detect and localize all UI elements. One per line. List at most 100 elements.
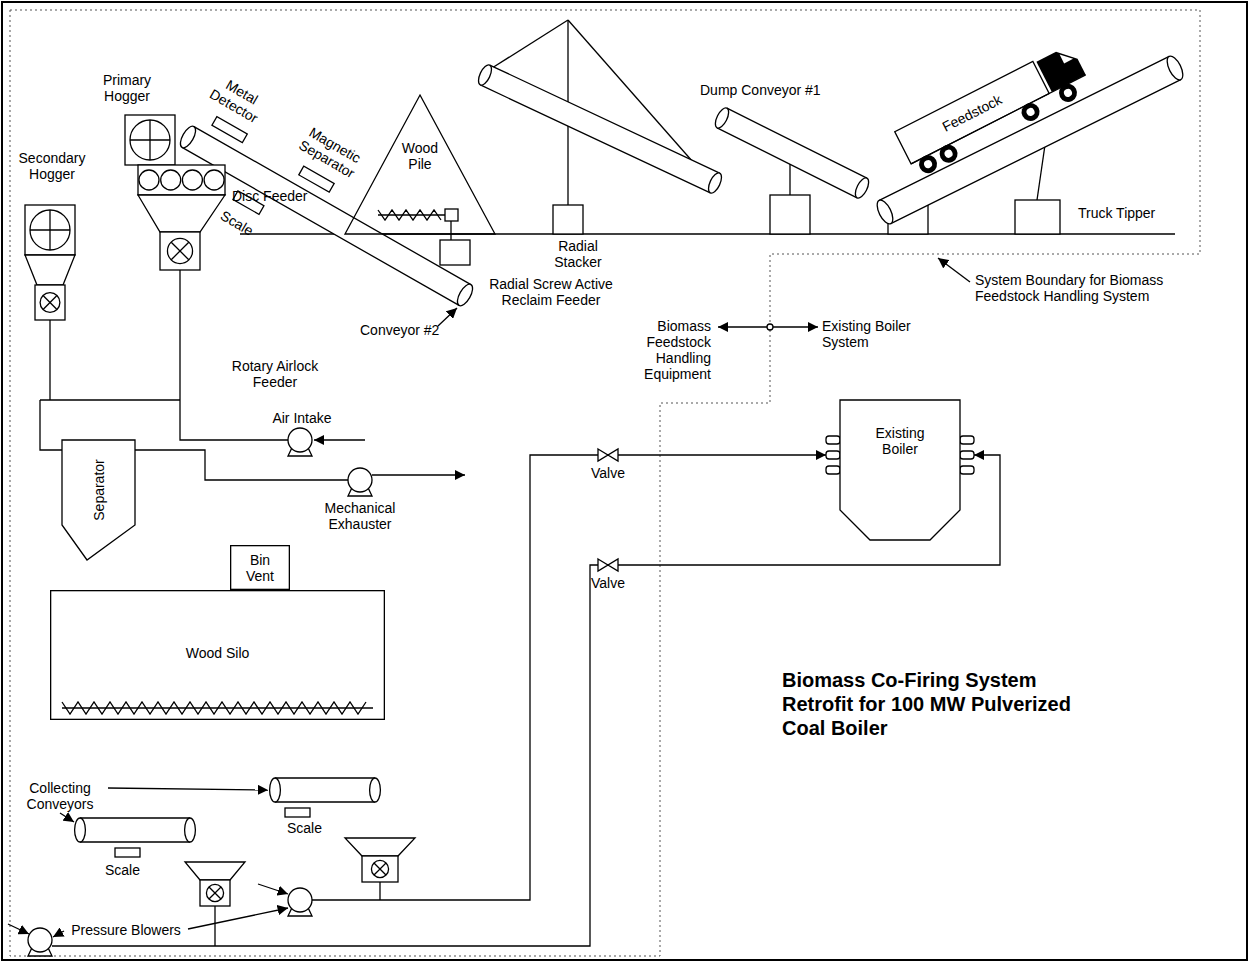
burner-nozzle xyxy=(960,466,974,474)
tube-end xyxy=(706,171,724,195)
conveyor-2 xyxy=(167,107,485,326)
collecting-conveyor xyxy=(75,818,196,842)
leader-arrow xyxy=(108,788,268,790)
blower-intake-arrow xyxy=(258,884,288,894)
screw-shaft xyxy=(62,707,373,708)
truck-hub xyxy=(1025,107,1036,118)
hopper xyxy=(138,195,225,232)
feeder-disc xyxy=(182,170,202,190)
node-border xyxy=(840,400,960,540)
tube-edge xyxy=(80,818,190,842)
valve-symbol xyxy=(598,449,618,461)
part-label: Feedstock xyxy=(928,85,1015,140)
burner-nozzle xyxy=(960,436,974,444)
leader-arrow xyxy=(60,813,74,822)
tube-body xyxy=(80,818,190,842)
burner-nozzle xyxy=(826,436,840,444)
truck-hub xyxy=(1063,87,1074,98)
node-border xyxy=(51,591,385,720)
part-label: Collecting Conveyors xyxy=(15,780,105,812)
collecting-conveyor xyxy=(270,778,381,802)
hogger-cross xyxy=(49,210,50,250)
airlock-rotor xyxy=(371,860,388,877)
part-label: Dump Conveyor #1 xyxy=(700,82,840,98)
belt-scale xyxy=(115,848,140,857)
truck-trailer xyxy=(895,61,1049,163)
exhaust-outlet-arrow xyxy=(372,474,465,475)
hopper xyxy=(185,862,245,880)
node-border xyxy=(231,546,290,590)
burner-nozzle xyxy=(960,451,974,459)
blower-symbol xyxy=(28,928,52,952)
node-label: Wood Silo xyxy=(118,645,318,661)
tube-end xyxy=(476,63,494,87)
valve-symbol xyxy=(598,559,618,571)
airlock-vane xyxy=(43,296,57,310)
tube-end xyxy=(270,778,281,802)
stacker-cable xyxy=(492,20,568,68)
blower-intake-arrow xyxy=(8,924,29,934)
leader-arrow xyxy=(438,308,457,326)
truck xyxy=(895,43,1094,179)
fuel-pipe xyxy=(618,454,826,455)
part-label: Pressure Blowers xyxy=(66,922,186,938)
truck-window xyxy=(1060,50,1073,63)
airlock-vane xyxy=(171,242,189,260)
hopper xyxy=(25,255,75,285)
feed-drop xyxy=(214,906,215,946)
tube-end xyxy=(177,124,198,150)
screw-drive xyxy=(445,209,458,221)
truck-hub xyxy=(943,148,954,159)
burner-nozzle xyxy=(826,451,840,459)
diagram-title: Biomass Co-Firing System Retrofit for 10… xyxy=(782,668,1102,740)
leader-arrow xyxy=(188,908,288,929)
part-label: Radial Stacker xyxy=(548,238,608,270)
separator: Separator xyxy=(62,440,135,560)
dump-conveyor xyxy=(713,106,872,200)
airlock-box xyxy=(35,285,65,320)
node-label: Wood Pile xyxy=(392,140,448,172)
tube-edge xyxy=(717,108,867,198)
airlock-vane xyxy=(374,863,386,875)
airlock-box xyxy=(160,232,200,270)
hogger-rotor xyxy=(130,120,170,160)
part-label: Scale xyxy=(214,205,261,241)
hogger-rotor xyxy=(30,210,70,250)
truck-tipper xyxy=(874,54,1186,226)
part-label: Primary Hogger xyxy=(92,72,162,104)
feeder-disc xyxy=(161,170,181,190)
fuel-pipe xyxy=(312,455,598,900)
airlock-vane xyxy=(171,242,189,260)
tipper-support xyxy=(1015,200,1060,234)
part-label: Rotary Airlock Feeder xyxy=(225,358,325,390)
airlock-rotor xyxy=(167,238,192,263)
part-label: Existing Boiler System xyxy=(822,318,932,350)
feed-drop xyxy=(379,882,380,900)
fuel-pipe xyxy=(52,565,598,946)
tube-edge xyxy=(275,778,375,802)
part-label: Valve xyxy=(588,465,628,481)
pneumatic-line xyxy=(49,320,50,400)
wood-silo: Wood Silo xyxy=(50,590,385,720)
airlock-vane xyxy=(43,296,57,310)
blower-symbol xyxy=(348,468,372,492)
tube-end xyxy=(370,778,381,802)
part-label: Air Intake xyxy=(262,410,342,426)
reclaim-feeder-box xyxy=(440,240,470,265)
disc-feeder xyxy=(138,165,225,195)
part-label: Truck Tipper xyxy=(1078,205,1178,221)
node-outline xyxy=(840,400,960,540)
reclaim-shaft xyxy=(450,221,451,240)
bin-vent: Bin Vent xyxy=(230,545,290,590)
truck-wheel xyxy=(1018,100,1042,124)
pneumatic-line xyxy=(40,399,180,400)
belt-scale xyxy=(285,808,310,817)
system-boundary xyxy=(10,10,1200,956)
tube-edge xyxy=(480,65,719,193)
tube-end xyxy=(185,818,196,842)
boiler: Existing Boiler xyxy=(840,400,960,540)
airlock-vane xyxy=(209,887,221,899)
part-label: Magnetic Separator xyxy=(288,118,373,186)
